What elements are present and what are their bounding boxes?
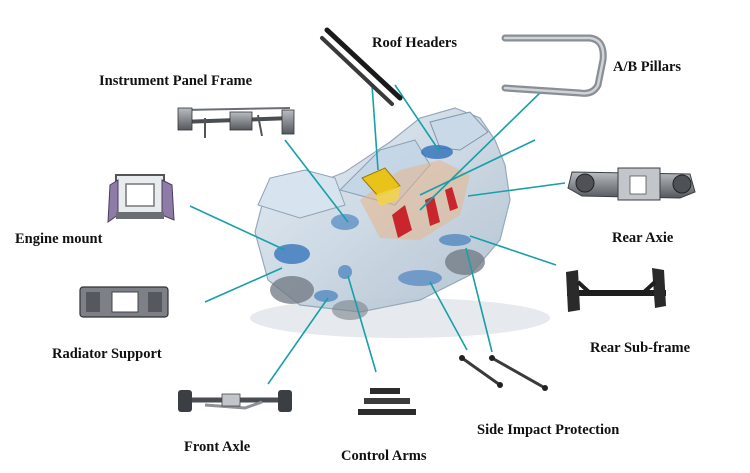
- label-front-axle: Front Axle: [184, 440, 250, 455]
- front-axle-part: [178, 390, 292, 412]
- side-impact-protection-part: [459, 355, 548, 391]
- label-engine-mount: Engine mount: [15, 232, 102, 247]
- label-side-impact-protection: Side Impact Protection: [477, 423, 619, 438]
- label-control-arms: Control Arms: [341, 449, 427, 464]
- instrument-panel-frame-part: [178, 108, 294, 138]
- label-ab-pillars: A/B Pillars: [613, 60, 681, 75]
- label-rear-axle: Rear Axie: [612, 231, 673, 246]
- label-instrument-panel-frame: Instrument Panel Frame: [99, 74, 252, 89]
- car-illustration: [250, 108, 550, 338]
- rear-axle-part: [568, 168, 695, 200]
- label-rear-sub-frame: Rear Sub-frame: [590, 341, 690, 356]
- label-radiator-support: Radiator Support: [52, 347, 162, 362]
- ab-pillars-part: [505, 38, 603, 93]
- leader-radiator-support: [205, 268, 282, 302]
- engine-mount-part: [108, 175, 174, 222]
- rear-sub-frame-part: [566, 268, 666, 312]
- label-roof-headers: Roof Headers: [372, 36, 457, 51]
- control-arms-part: [358, 388, 416, 415]
- radiator-support-part: [80, 287, 168, 317]
